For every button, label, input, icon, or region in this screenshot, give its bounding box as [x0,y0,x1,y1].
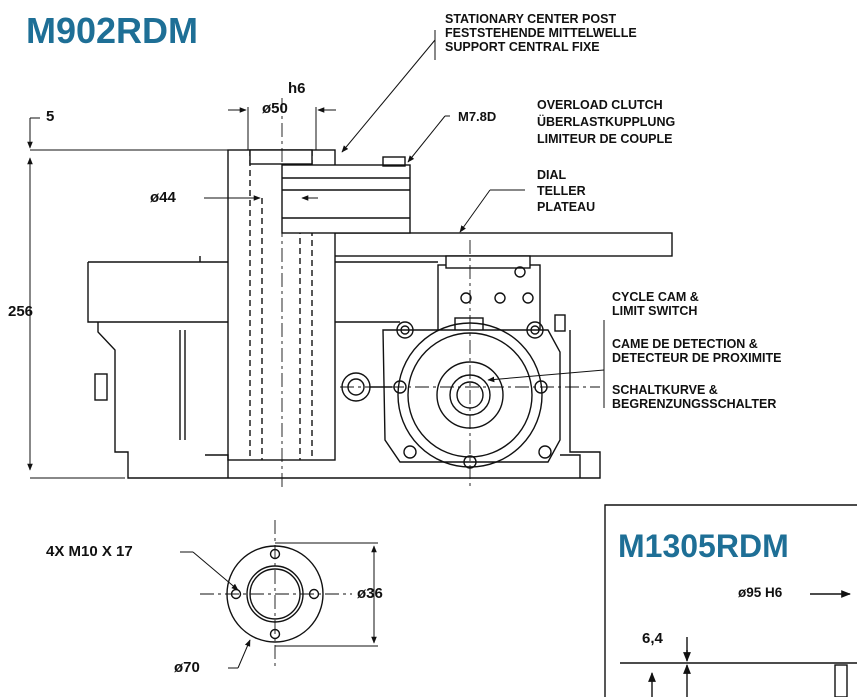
callout-line: DETECTEUR DE PROXIMITE [612,351,782,365]
callout-line: LIMITEUR DE COUPLE [537,132,673,146]
inset-frame [604,504,857,697]
callout-cycle-cam-en: CYCLE CAM & LIMIT SWITCH [612,290,699,318]
callout-line: PLATEAU [537,200,596,214]
dim-d44: ø44 [150,189,176,206]
flange-bottom-view [226,545,324,643]
dim-d50: ø50 [262,100,288,117]
callout-line: ÜBERLASTKUPPLUNG [537,115,676,129]
callout-line: DIAL [537,168,567,182]
callout-cycle-cam-de: SCHALTKURVE & BEGRENZUNGSSCHALTER [612,383,776,411]
callout-line: CYCLE CAM & [612,290,699,304]
dim-6-4: 6,4 [642,630,663,647]
callout-line: OVERLOAD CLUTCH [537,98,663,112]
callout-center-post: STATIONARY CENTER POST FESTSTEHENDE MITT… [445,12,637,54]
dim-m78d: M7.8D [458,109,497,124]
callout-line: CAME DE DETECTION & [612,337,758,351]
callout-line: FESTSTEHENDE MITTELWELLE [445,26,637,40]
callout-line: SUPPORT CENTRAL FIXE [445,40,600,54]
title-main: M902RDM [26,10,199,51]
dim-d95-h6: ø95 H6 [738,585,783,600]
dim-d70: ø70 [174,659,200,676]
title-secondary: M1305RDM [618,528,789,564]
callout-line: SCHALTKURVE & [612,383,718,397]
dim-256: 256 [8,303,34,320]
dim-h6: h6 [288,80,306,97]
callout-line: TELLER [537,184,586,198]
callout-line: BEGRENZUNGSSCHALTER [612,397,777,411]
center-lines [200,98,600,668]
dimension-lines [27,30,605,669]
callout-overload-clutch: OVERLOAD CLUTCH ÜBERLASTKUPPLUNG LIMITEU… [537,97,675,148]
callout-cycle-cam-fr: CAME DE DETECTION & DETECTEUR DE PROXIMI… [612,337,781,365]
dim-d36: ø36 [357,585,383,602]
callout-dial: DIAL TELLER PLATEAU [537,167,595,215]
dim-5: 5 [46,108,55,125]
callout-line: LIMIT SWITCH [612,304,698,318]
housing-outline [87,149,673,479]
dim-bolts: 4X M10 X 17 [46,543,133,560]
callout-line: STATIONARY CENTER POST [445,12,617,26]
